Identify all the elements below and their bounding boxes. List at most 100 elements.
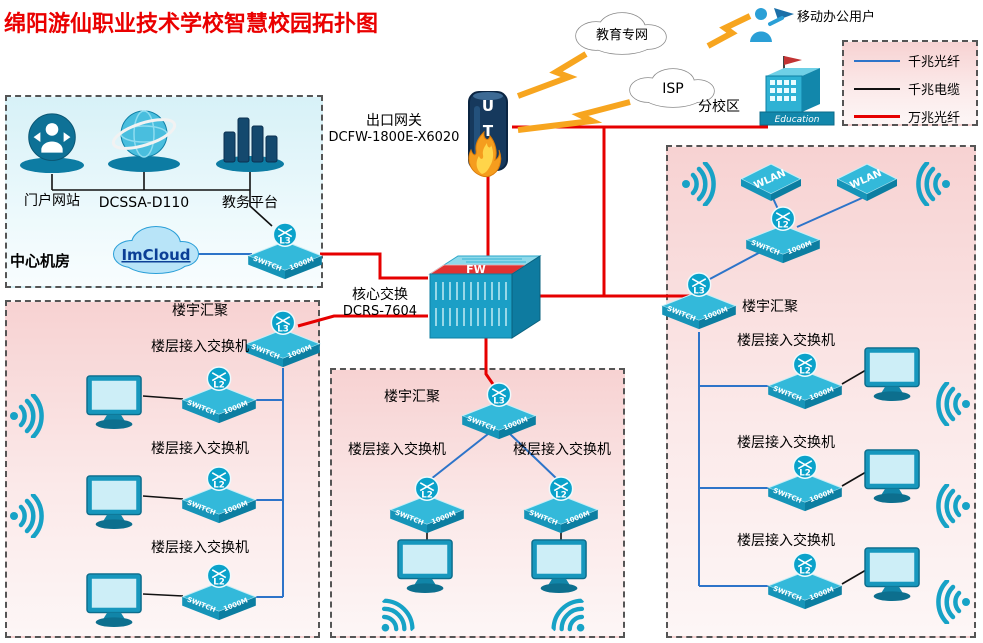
legend-item-1g-fiber: 千兆光纤 xyxy=(854,51,968,70)
switch-level: L2 xyxy=(555,490,567,500)
switch-level: L3 xyxy=(693,286,705,296)
wifi-icon xyxy=(8,392,56,442)
cable-bus-switch xyxy=(249,190,273,227)
academic-platform-label: 教务平台 xyxy=(222,195,278,211)
core-fw-banner: FW xyxy=(466,263,486,276)
switch-level: L2 xyxy=(213,577,225,587)
core-model: DCRS-7604 xyxy=(342,304,418,320)
legend-item-1g-cable: 千兆电缆 xyxy=(854,79,968,98)
wifi-icon xyxy=(8,492,56,542)
portal-website-label: 门户网站 xyxy=(24,193,80,209)
bolt-mobile-user xyxy=(706,13,752,49)
link-mid-floor1 xyxy=(430,433,489,480)
computer-right-floor1 xyxy=(862,346,924,406)
switch-l2-right-floor3: SWITCH 1000M L2 xyxy=(766,552,844,618)
computer-right-floor2 xyxy=(862,448,924,508)
wifi-icon xyxy=(924,578,972,628)
switch-level: L2 xyxy=(799,468,811,478)
switch-l2-middle-floor2: SWITCH 1000M L2 xyxy=(522,476,600,542)
switch-l2-left-floor3: SWITCH 1000M L2 xyxy=(180,563,258,629)
left-floor3-label: 楼层接入交换机 xyxy=(151,540,249,556)
flame-icon xyxy=(468,130,502,178)
building-windows xyxy=(770,80,796,101)
switch-level: L2 xyxy=(799,566,811,576)
utm-gateway: UTM xyxy=(462,84,514,178)
links-1g-fiber xyxy=(198,195,863,598)
switch-l2-middle-floor1: SWITCH 1000M L2 xyxy=(388,476,466,542)
right-floor1-label: 楼层接入交换机 xyxy=(737,333,835,349)
page-title: 绵阳游仙职业技术学校智慧校园拓扑图 xyxy=(4,12,379,37)
cloud-icon: ISP xyxy=(629,68,715,108)
wifi-icon xyxy=(680,160,728,210)
wifi-icon xyxy=(924,482,972,532)
computer-right-floor3 xyxy=(862,546,924,606)
wifi-icon xyxy=(534,584,599,643)
switch-l2-right-floor2: SWITCH 1000M L2 xyxy=(766,454,844,520)
computer-middle-floor2 xyxy=(529,538,591,598)
imcloud-label: ImCloud xyxy=(121,246,190,264)
security-device-label: DCSSA-D110 xyxy=(98,195,190,211)
right-floor2-label: 楼层接入交换机 xyxy=(737,435,835,451)
core-switch: FW xyxy=(424,240,542,346)
core-name: 核心交换 xyxy=(352,287,408,303)
wifi-icon xyxy=(924,380,972,430)
legend-item-10g-fiber: 万兆光纤 xyxy=(854,107,968,126)
left-aggregation-label: 楼宇汇聚 xyxy=(172,303,228,319)
switch-l2-right-floor1: SWITCH 1000M L2 xyxy=(766,352,844,418)
cable-left-pc3 xyxy=(142,593,184,597)
wlan-ap-2: WLAN xyxy=(834,158,900,206)
cable-right-pc1 xyxy=(841,369,867,385)
switch-level: L2 xyxy=(213,480,225,490)
academic-platform-icon xyxy=(208,104,292,178)
switch-l3-left-aggregation: SWITCH 1000M L3 xyxy=(244,310,322,376)
left-floor1-label: 楼层接入交换机 xyxy=(151,339,249,355)
mobile-user-icon xyxy=(746,2,796,50)
gateway-model: DCFW-1800E-X6020 xyxy=(328,130,460,146)
bolt-isp-utm xyxy=(517,99,631,133)
switch-l2-left-floor2: SWITCH 1000M L2 xyxy=(180,466,258,532)
isp-cloud: ISP xyxy=(620,62,726,116)
links-1g-cable xyxy=(51,172,867,597)
legend-label: 千兆电缆 xyxy=(908,83,961,98)
right-floor3-label: 楼层接入交换机 xyxy=(737,533,835,549)
legend-line-1g-cable xyxy=(854,87,900,90)
cable-right-pc3 xyxy=(841,569,867,585)
switch-l3-middle-aggregation: SWITCH 1000M L3 xyxy=(460,382,538,448)
imcloud-icon: ImCloud xyxy=(104,218,208,286)
legend-line-10g-fiber xyxy=(854,115,900,118)
link-mid-floor2 xyxy=(509,433,558,480)
cable-right-pc2 xyxy=(841,471,867,487)
gateway-label: 出口网关 DCFW-1800E-X6020 xyxy=(328,112,460,147)
bolt-edu-utm xyxy=(516,51,588,99)
computer-left-floor3 xyxy=(84,572,146,632)
middle-floor1-label: 楼层接入交换机 xyxy=(348,442,446,458)
isp-cloud-label: ISP xyxy=(662,81,683,97)
gateway-name: 出口网关 xyxy=(366,113,422,129)
core-switch-icon: FW xyxy=(428,255,542,339)
switch-level: L3 xyxy=(277,324,289,334)
legend: 千兆光纤 千兆电缆 万兆光纤 xyxy=(842,40,978,126)
switch-l3-right-aggregation: SWITCH 1000M L3 xyxy=(660,272,738,338)
switch-level: L2 xyxy=(777,220,789,230)
switch-level: L3 xyxy=(279,236,291,246)
link-l2-wlan2 xyxy=(796,197,863,228)
edu-network-cloud: 教育专网 xyxy=(566,6,678,64)
link-room-switch-core xyxy=(320,252,428,280)
legend-line-1g-fiber xyxy=(854,59,900,62)
switch-level: L2 xyxy=(421,490,433,500)
security-globe-icon xyxy=(102,104,186,178)
switch-l3-center-room: SWITCH 1000M L3 xyxy=(246,222,324,288)
switch-level: L2 xyxy=(799,366,811,376)
switch-level: L2 xyxy=(213,380,225,390)
middle-aggregation-label: 楼宇汇聚 xyxy=(384,389,440,405)
right-aggregation-label: 楼宇汇聚 xyxy=(742,299,798,315)
cable-left-pc1 xyxy=(142,395,184,400)
branch-label: 分校区 xyxy=(698,99,740,115)
core-label: 核心交换 DCRS-7604 xyxy=(336,286,424,321)
computer-left-floor1 xyxy=(84,374,146,434)
mobile-user-label: 移动办公用户 xyxy=(797,10,876,25)
link-core-left-agg xyxy=(297,314,428,328)
legend-label: 千兆光纤 xyxy=(908,55,961,70)
switch-l2-right-wlan: SWITCH 1000M L2 xyxy=(744,206,822,272)
